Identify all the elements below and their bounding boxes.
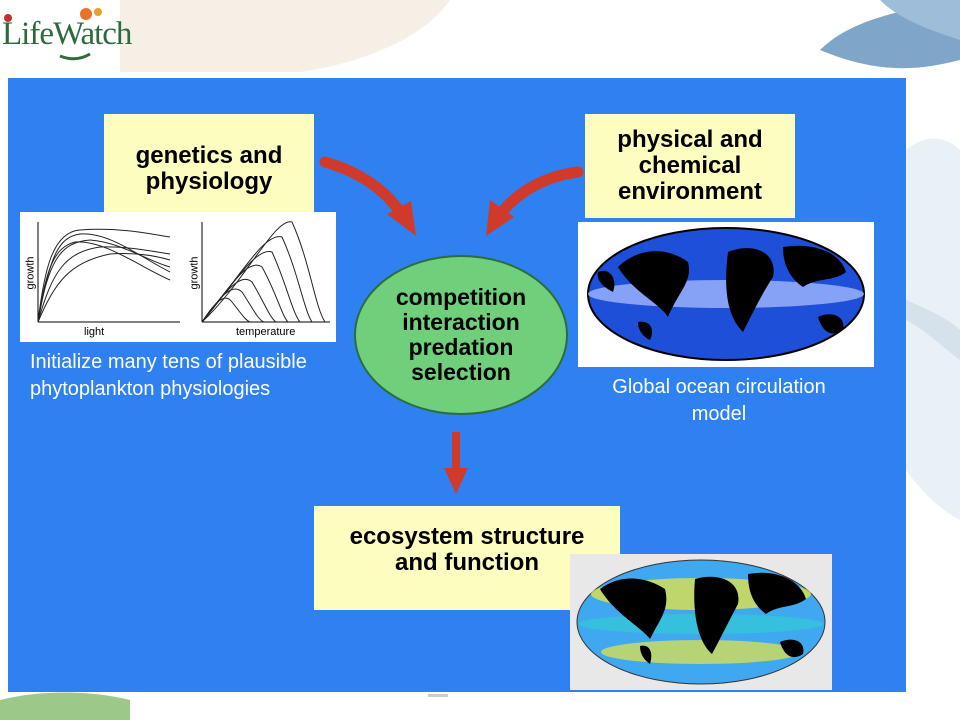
logo-mark-icon — [4, 8, 102, 61]
center-text: competition interaction predation select… — [396, 285, 526, 385]
growth-graphs: growth light growth temperature — [20, 212, 336, 342]
ecosystem-map-image — [576, 559, 826, 685]
left-caption: Initialize many tens of plausible phytop… — [30, 351, 307, 400]
competition-ellipse: competition interaction predation select… — [354, 255, 568, 415]
growth-curves — [37, 221, 330, 323]
genetics-physiology-box: genetics and physiology — [104, 114, 314, 224]
right-caption: Global ocean circulation model — [612, 376, 826, 425]
ecosystem-label: ecosystem structure and function — [349, 523, 585, 576]
center-line-interaction: interaction — [402, 309, 520, 335]
center-line-predation: predation — [408, 334, 514, 360]
ocean-map-image — [587, 227, 865, 361]
right-graph-xlabel: temperature — [236, 326, 296, 338]
ecosystem-map — [570, 554, 832, 690]
center-line-selection: selection — [411, 359, 511, 385]
left-graph-ylabel: growth — [24, 256, 37, 290]
ecosystem-box: ecosystem structure and function — [314, 506, 620, 610]
footer-marker — [428, 694, 448, 697]
lifewatch-logo: LifeWatch — [0, 4, 170, 64]
ocean-circulation-map — [578, 222, 874, 367]
genetics-physiology-label: genetics and physiology — [135, 142, 283, 195]
center-line-competition: competition — [395, 284, 527, 310]
physical-chemical-box: physical and chemical environment — [585, 114, 795, 218]
left-graph-xlabel: light — [84, 326, 105, 338]
physical-chemical-label: physical and chemical environment — [617, 126, 763, 205]
right-graph-ylabel: growth — [188, 256, 201, 290]
logo-text: LifeWatch — [2, 16, 132, 52]
